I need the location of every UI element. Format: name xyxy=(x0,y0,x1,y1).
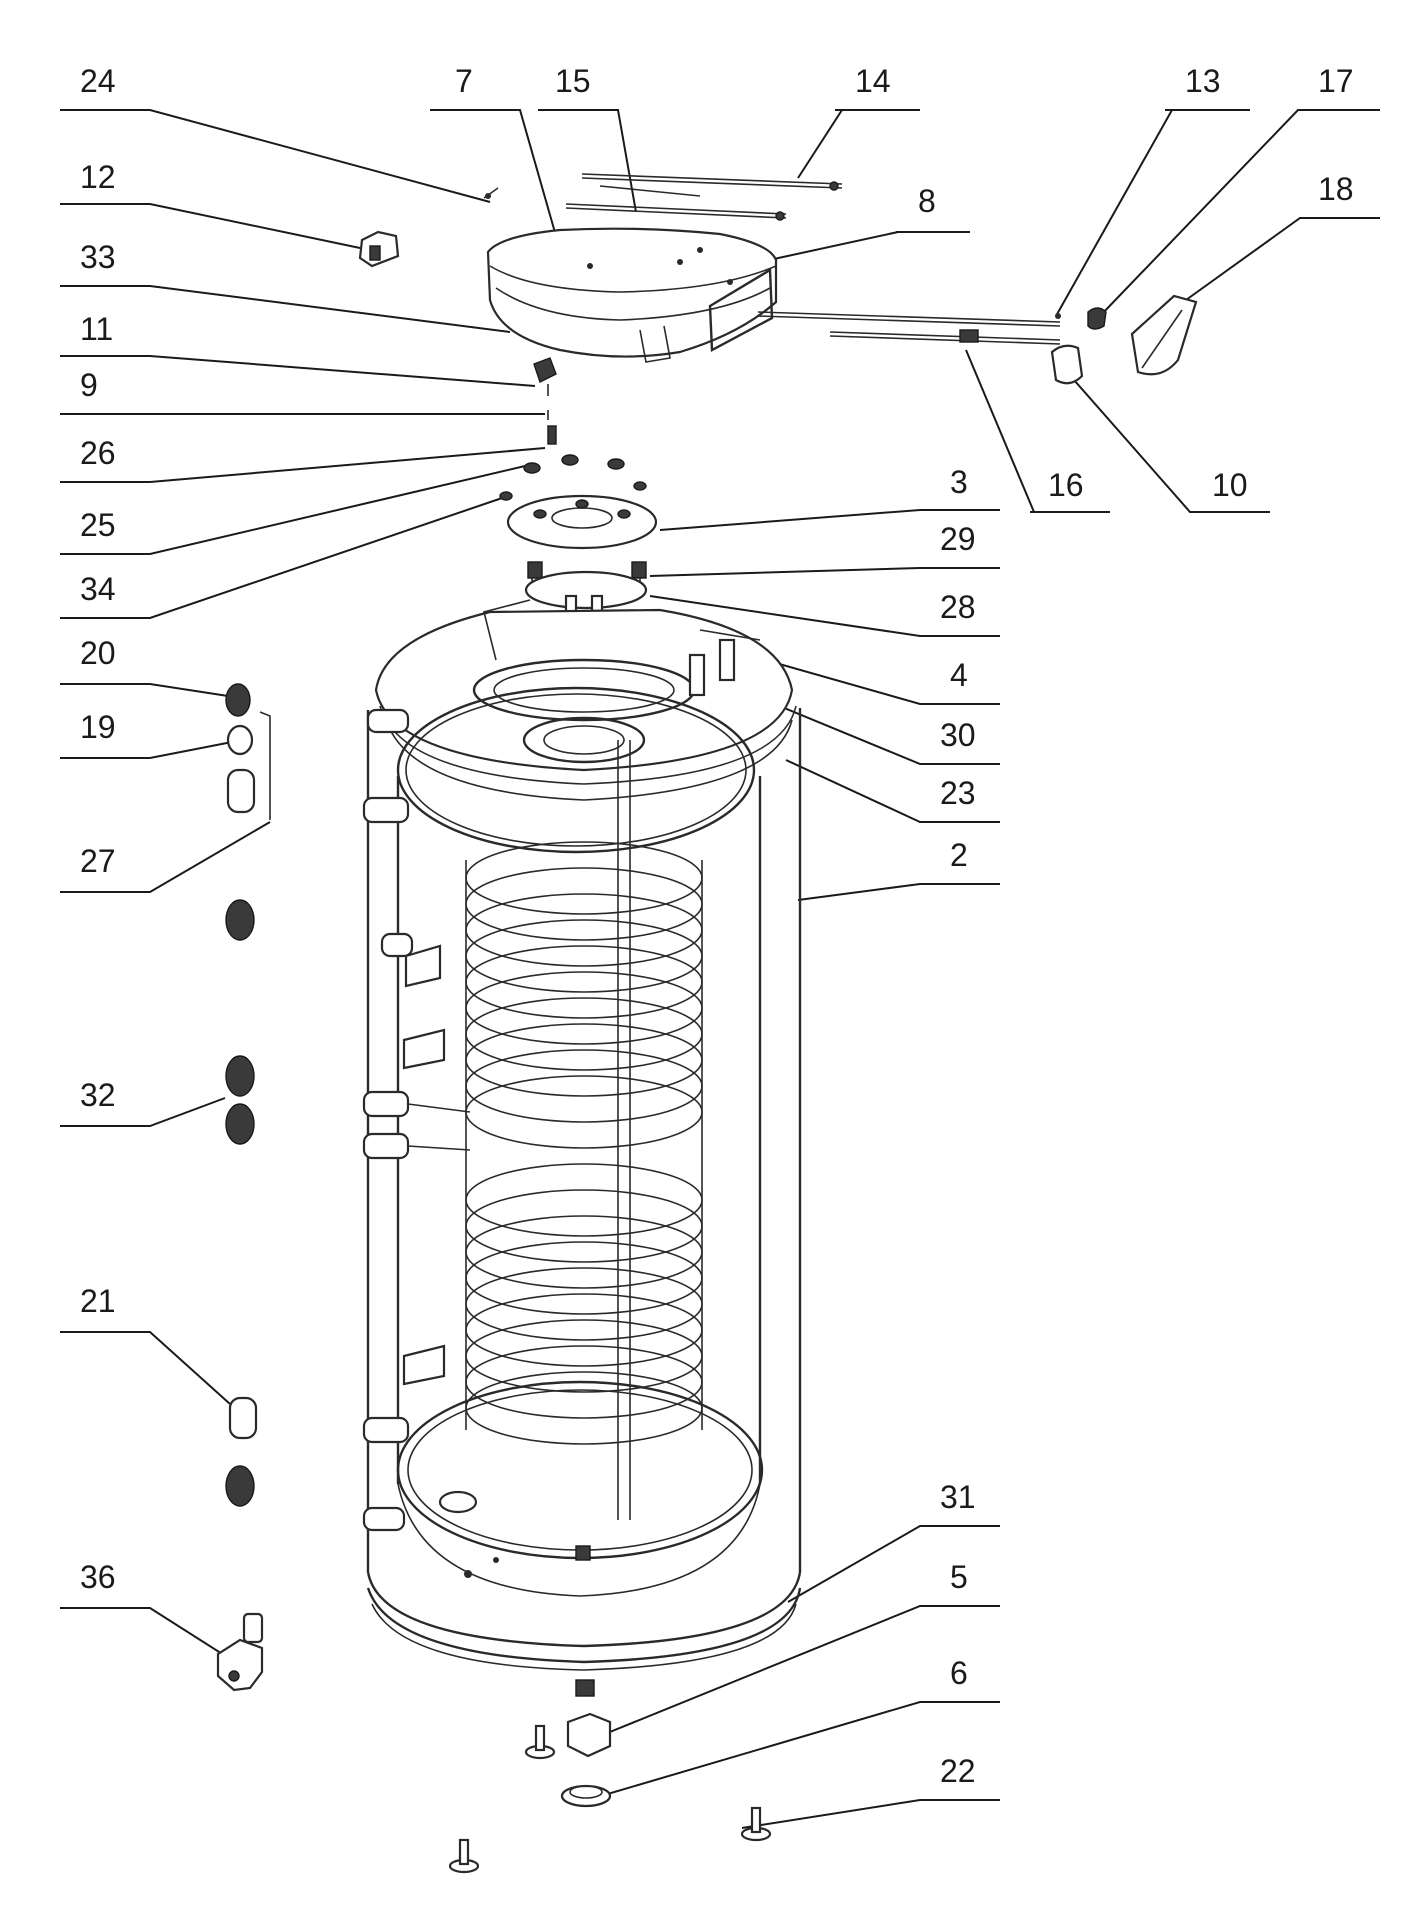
label-11: 11 xyxy=(80,311,113,347)
label-26: 26 xyxy=(80,435,116,471)
label-3: 3 xyxy=(950,464,968,500)
label-24: 24 xyxy=(80,63,116,99)
small-parts-left xyxy=(358,187,499,268)
label-30: 30 xyxy=(940,717,976,753)
label-25: 25 xyxy=(80,507,116,543)
top-rods xyxy=(565,173,843,221)
label-34: 34 xyxy=(80,571,116,607)
label-27: 27 xyxy=(80,843,116,879)
label-36: 36 xyxy=(80,1559,116,1595)
side-rods xyxy=(757,294,1198,385)
callout-labels: 24 7 15 14 13 17 18 12 8 33 11 9 26 25 3… xyxy=(80,63,1354,1789)
foot-1 xyxy=(524,1724,556,1760)
label-7: 7 xyxy=(455,63,473,99)
top-cover xyxy=(486,227,778,363)
nozzles xyxy=(362,708,471,1532)
label-21: 21 xyxy=(80,1283,116,1319)
label-29: 29 xyxy=(940,521,976,557)
label-16: 16 xyxy=(1048,467,1084,503)
anode-screws xyxy=(499,357,647,501)
label-19: 19 xyxy=(80,709,116,745)
label-12: 12 xyxy=(80,159,116,195)
label-15: 15 xyxy=(555,63,591,99)
label-13: 13 xyxy=(1185,63,1221,99)
label-33: 33 xyxy=(80,239,116,275)
coil-upper xyxy=(465,841,703,1149)
label-31: 31 xyxy=(940,1479,976,1515)
label-9: 9 xyxy=(80,367,98,403)
leader-lines xyxy=(60,109,1380,1829)
label-6: 6 xyxy=(950,1655,968,1691)
label-23: 23 xyxy=(940,775,976,811)
label-22: 22 xyxy=(940,1753,976,1789)
label-8: 8 xyxy=(918,183,936,219)
label-10: 10 xyxy=(1212,467,1248,503)
label-28: 28 xyxy=(940,589,976,625)
label-20: 20 xyxy=(80,635,116,671)
label-5: 5 xyxy=(950,1559,968,1595)
left-side-parts xyxy=(216,683,271,1692)
label-4: 4 xyxy=(950,657,968,693)
tank xyxy=(362,599,802,1671)
label-18: 18 xyxy=(1318,171,1354,207)
label-32: 32 xyxy=(80,1077,116,1113)
coil-lower xyxy=(465,1163,703,1445)
foot-3 xyxy=(448,1838,480,1874)
label-2: 2 xyxy=(950,837,968,873)
bottom-parts xyxy=(448,1679,772,1874)
label-14: 14 xyxy=(855,63,891,99)
label-17: 17 xyxy=(1318,63,1354,99)
foot-2 xyxy=(740,1806,772,1842)
flange xyxy=(506,494,658,688)
